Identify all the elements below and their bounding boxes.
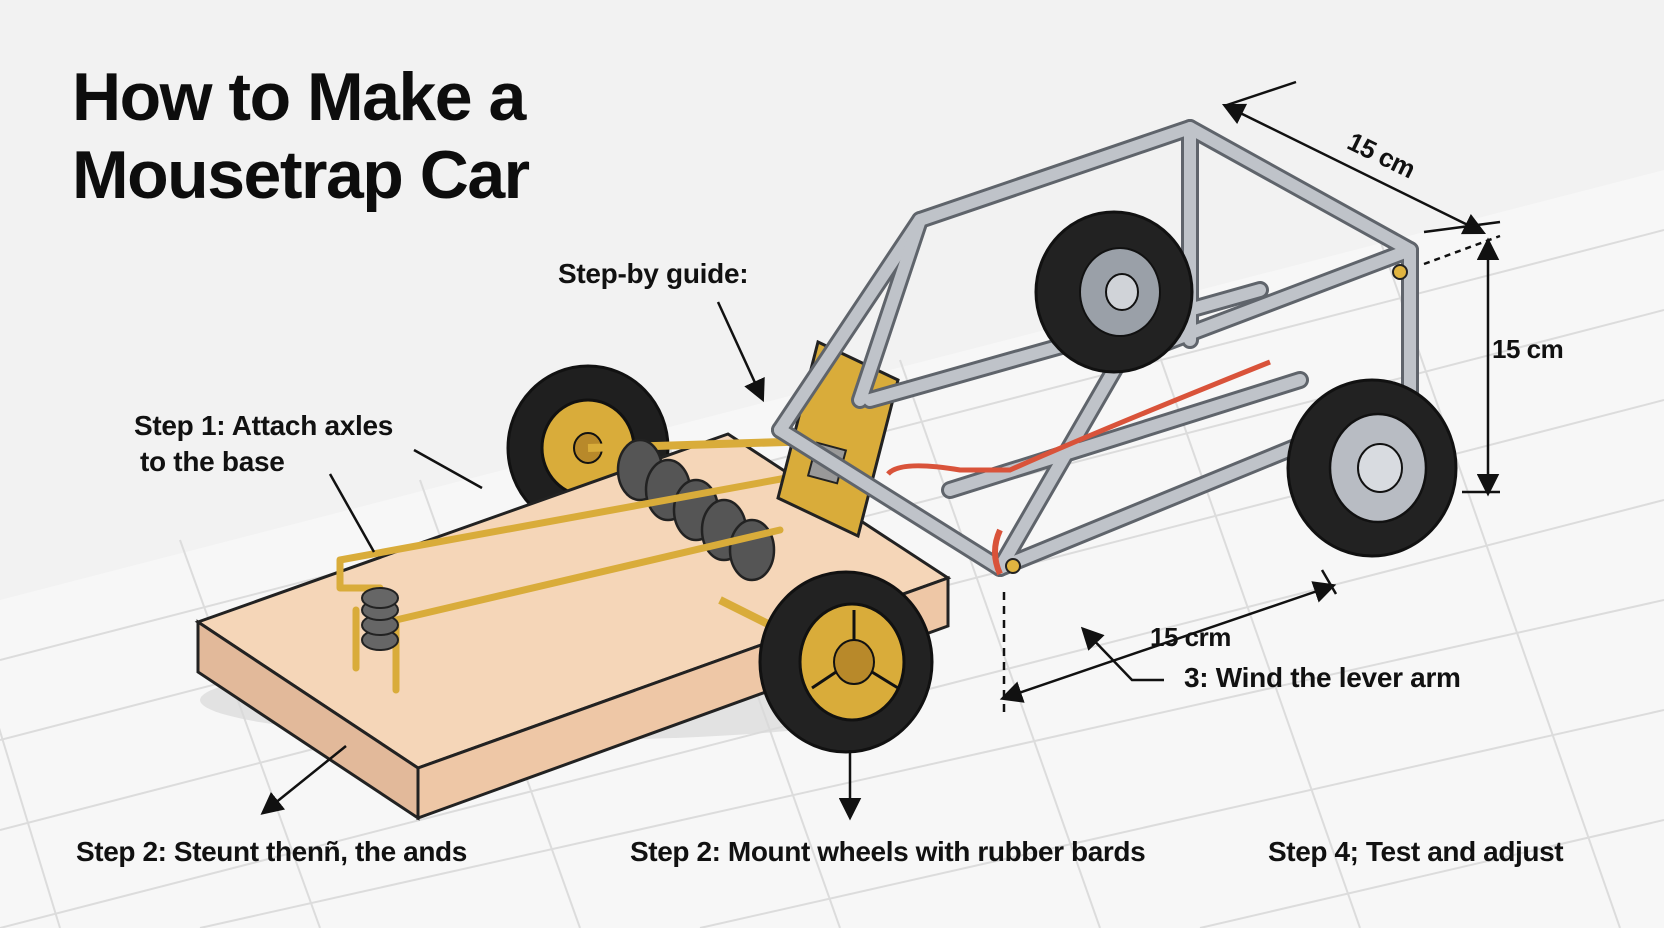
height-dimension [1423,234,1501,497]
height-dimension-label: 15 cm [1492,334,1564,364]
width-dimension-label: 15 crm [1150,622,1231,652]
caption-left: Step 2: Steunt thenñ, the ands [76,836,467,867]
title-line-2: Mousetrap Car [72,137,530,213]
string-hook [992,528,1003,576]
small-coil [361,587,399,651]
title-line-1: How to Make a [72,59,526,135]
front-left-wheel [758,570,934,754]
pull-string [886,359,1271,476]
rear-right-wheel [1034,210,1194,374]
step1-label-line-2: to the base [140,446,285,477]
guide-label: Step-by guide: [558,258,749,289]
step3-label: 3: Wind the lever arm [1184,662,1461,693]
width-dimension [999,569,1338,712]
front-right-wheel [1286,378,1458,558]
leader-lines [260,301,1164,821]
caption-middle: Step 2: Mount wheels with rubber bards [630,836,1146,867]
step1-label-line-1: Step 1: Attach axles [134,410,394,441]
caption-right: Step 4; Test and adjust [1268,836,1564,867]
length-dimension [1221,80,1501,235]
page-title: How to Make a Mousetrap Car [72,58,530,214]
